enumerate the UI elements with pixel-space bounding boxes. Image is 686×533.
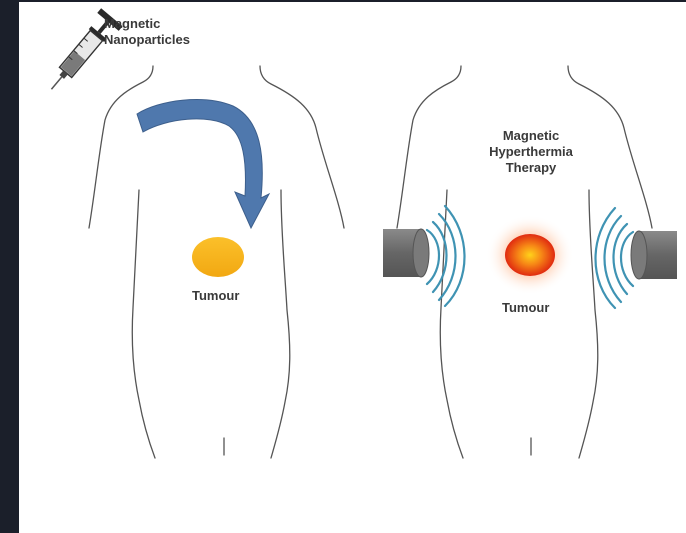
label-line: Magnetic [479,128,583,144]
magnetic-hyperthermia-therapy-label: Magnetic Hyperthermia Therapy [479,128,583,176]
label-line: Nanoparticles [104,32,190,48]
tumour-label-right: Tumour [502,300,549,316]
magnet-icon-left [383,229,429,277]
diagram-canvas: Magnetic Nanoparticles Tumour Magnetic H… [19,0,686,533]
label-line: Magnetic [104,16,190,32]
curved-arrow-icon [137,100,269,228]
tumour-label-left: Tumour [192,288,239,304]
label-line: Hyperthermia [479,144,583,160]
label-line: Therapy [479,160,583,176]
tumour-left [192,237,244,277]
diagram-drawing [19,2,686,533]
tumour-right [486,215,574,295]
magnetic-nanoparticles-label: Magnetic Nanoparticles [104,16,190,48]
magnetic-field-lines-right [596,208,634,308]
magnet-icon-right [631,231,677,279]
magnetic-field-lines-left [427,206,465,306]
